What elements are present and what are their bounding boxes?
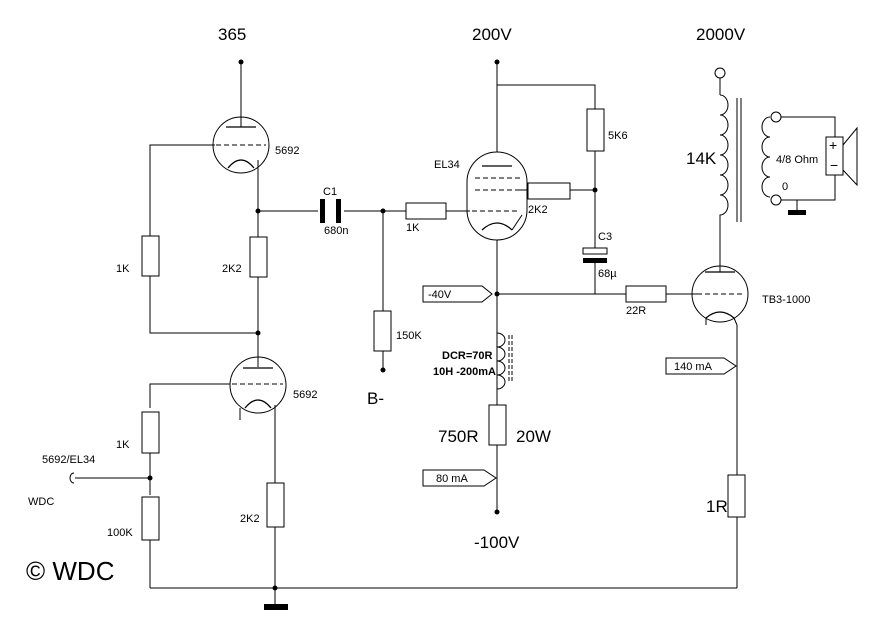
c3-value-label: 68µ xyxy=(598,268,617,280)
current-140-arrow xyxy=(665,357,737,375)
resistor-1k-input xyxy=(141,411,160,454)
output-transformer xyxy=(719,94,782,222)
c3-name-label: C3 xyxy=(598,231,612,243)
supply-2000v-label: 2000V xyxy=(696,25,746,44)
resistor-2k2-screen xyxy=(527,182,571,200)
r-2k2-cathode-label: 2K2 xyxy=(240,513,260,525)
junction-dots xyxy=(147,59,598,591)
r-100k-label: 100K xyxy=(107,527,133,539)
speaker-icon xyxy=(825,126,858,187)
r-5k6-label: 5K6 xyxy=(608,130,628,142)
c1-value-label: 680n xyxy=(324,225,348,237)
r-150k-label: 150K xyxy=(396,330,422,342)
minus-sign: − xyxy=(830,157,838,173)
plus-sign: + xyxy=(829,137,837,153)
choke-dcr-label: DCR=70R xyxy=(442,350,492,362)
r-1k-left-label: 1K xyxy=(116,263,130,275)
bminus-label: B- xyxy=(367,389,384,408)
r-1r-label: 1R xyxy=(706,497,728,516)
resistor-2k2-cathode xyxy=(266,482,285,528)
input-name-label: 5692/EL34 xyxy=(42,454,95,466)
bias-arrow xyxy=(422,285,493,303)
secondary-zero-label: 0 xyxy=(782,181,788,193)
current-80-label: 80 mA xyxy=(436,473,468,485)
resistor-2k2-plate xyxy=(249,236,268,278)
current-80-arrow xyxy=(422,469,497,487)
bias-label: -40V xyxy=(428,289,452,301)
c1-name-label: C1 xyxy=(323,186,337,198)
supply-terminal xyxy=(714,67,726,79)
resistor-22r xyxy=(625,285,667,303)
capacitor-c3 xyxy=(582,247,608,263)
resistor-1k-grid xyxy=(405,202,447,220)
copyright-label: © WDC xyxy=(26,556,114,586)
choke-spec-label: 10H -200mA xyxy=(433,366,496,378)
resistor-150k xyxy=(373,310,392,352)
resistor-1k-left xyxy=(141,235,160,277)
pentode-el34 xyxy=(466,151,528,241)
triode-lower xyxy=(229,356,287,420)
tube-el34-label: EL34 xyxy=(434,159,460,171)
input-terminal xyxy=(69,472,75,484)
r-1k-grid-label: 1K xyxy=(406,222,420,234)
resistors xyxy=(141,108,746,541)
r-2k2-screen-label: 2K2 xyxy=(528,204,548,216)
ground-symbols xyxy=(264,210,806,610)
resistor-100k xyxy=(141,496,160,541)
supply-neg100-label: -100V xyxy=(474,533,520,552)
supply-200v-label: 200V xyxy=(472,25,512,44)
resistor-750r xyxy=(488,404,507,446)
r-22r-label: 22R xyxy=(626,305,646,317)
tube-lower-label: 5692 xyxy=(293,389,317,401)
current-140-label: 140 mA xyxy=(674,361,713,373)
supply-365-label: 365 xyxy=(218,25,246,44)
triode-tb3 xyxy=(691,265,749,326)
r-750-value-label: 750R xyxy=(438,427,479,446)
speaker-impedance-label: 4/8 Ohm xyxy=(776,154,818,166)
capacitor-c1 xyxy=(320,199,341,223)
tube-tb3-label: TB3-1000 xyxy=(762,294,810,306)
resistor-5k6 xyxy=(586,108,605,152)
resistor-1r xyxy=(727,474,746,518)
input-source-label: WDC xyxy=(28,496,54,508)
wires xyxy=(75,62,836,606)
triode-upper xyxy=(212,116,270,174)
transformer-impedance-label: 14K xyxy=(686,149,717,168)
choke xyxy=(496,330,513,390)
r-2k2-plate-label: 2K2 xyxy=(222,263,242,275)
r-750-power-label: 20W xyxy=(516,427,551,446)
r-1k-input-label: 1K xyxy=(116,439,130,451)
tube-upper-label: 5692 xyxy=(275,145,299,157)
